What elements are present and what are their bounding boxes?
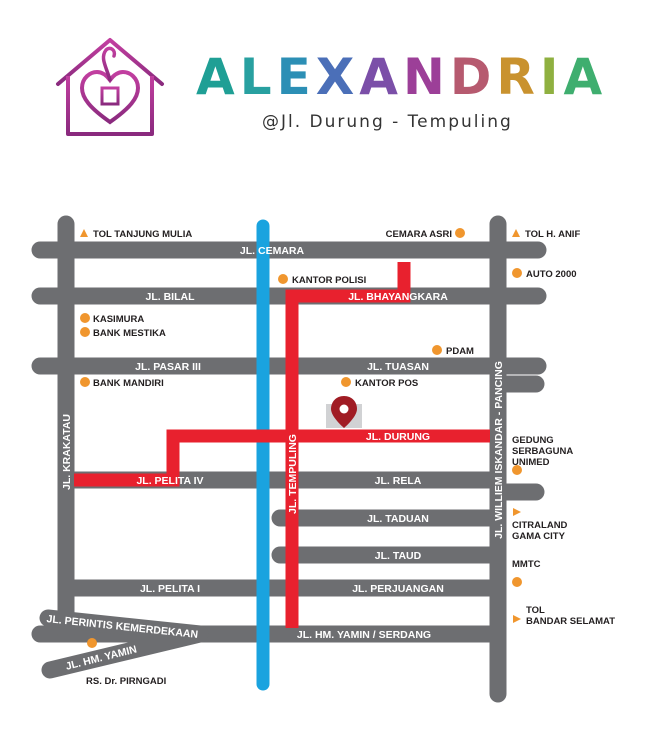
poi-citraland-line1: CITRALAND <box>512 520 568 531</box>
label-cemara: JL. CEMARA <box>240 245 305 257</box>
poi-dot-bank-mandiri <box>80 377 90 387</box>
poi-gedung-line3: UNIMED <box>512 457 550 468</box>
brand-title-letter: R <box>496 48 540 106</box>
poi-dot-kasimura <box>80 313 90 323</box>
label-bilal: JL. BILAL <box>146 291 196 303</box>
brand-title-letter: N <box>403 48 450 106</box>
poi-dot-cemara-asri <box>455 228 465 238</box>
poi-pdam: PDAM <box>446 346 474 357</box>
brand-title: ALEXANDRIA <box>196 52 607 102</box>
poi-dot-auto-2000 <box>512 268 522 278</box>
label-william: JL. WILLIEM ISKANDAR - PANCING <box>493 361 505 539</box>
toll-icon-h-anif <box>512 229 520 237</box>
arrow-icon-tol-bandar <box>513 615 521 623</box>
label-taud: JL. TAUD <box>375 550 422 562</box>
route-durung <box>74 429 490 487</box>
poi-bank-mandiri: BANK MANDIRI <box>93 378 164 389</box>
poi-gedung-line1: GEDUNG <box>512 435 554 446</box>
route-tempuling <box>285 262 411 628</box>
poi-dot-pdam <box>432 345 442 355</box>
poi-citraland-line2: GAMA CITY <box>512 531 566 542</box>
poi-dot-kantor-polisi <box>278 274 288 284</box>
brand-title-letter: X <box>315 48 360 106</box>
label-krakatau: JL. KRAKATAU <box>61 414 73 490</box>
label-hmyamin-serdang: JL. HM. YAMIN / SERDANG <box>297 629 431 641</box>
poi-dot-bank-mestika <box>80 327 90 337</box>
brand-title-letter: A <box>196 48 240 106</box>
poi-tol-tanjung-mulia: TOL TANJUNG MULIA <box>93 229 192 240</box>
poi-tol-h-anif: TOL H. ANIF <box>525 229 580 240</box>
road-hmyamin <box>41 625 209 679</box>
poi-cemara-asri: CEMARA ASRI <box>386 229 452 240</box>
poi-bank-mestika: BANK MESTIKA <box>93 328 166 339</box>
poi-kantor-pos: KANTOR POS <box>355 378 418 389</box>
label-rela: JL. RELA <box>375 475 422 487</box>
brand-title-letter: D <box>449 48 497 106</box>
label-tuasan: JL. TUASAN <box>367 361 429 373</box>
road-perintis <box>39 609 209 643</box>
brand-title-letter: E <box>276 48 316 106</box>
label-pasar3: JL. PASAR III <box>135 361 201 373</box>
brand-title-letter: A <box>563 48 608 106</box>
poi-mmtc: MMTC <box>512 559 541 570</box>
brand-title-letter: I <box>539 48 564 106</box>
poi-dot-rs-pirngadi <box>87 638 97 648</box>
label-durung: JL. DURUNG <box>366 431 430 443</box>
location-pin-icon <box>331 396 357 428</box>
label-bhayangkara: JL. BHAYANGKARA <box>348 291 448 303</box>
label-taduan: JL. TADUAN <box>367 513 429 525</box>
poi-auto-2000: AUTO 2000 <box>526 269 577 280</box>
poi-kasimura: KASIMURA <box>93 314 144 325</box>
house-heart-logo <box>56 38 164 136</box>
label-pelita1: JL. PELITA I <box>140 583 200 595</box>
poi-dot-kantor-pos <box>341 377 351 387</box>
label-tempuling: JL. TEMPULING <box>287 434 299 514</box>
brand-subtitle: @Jl. Durung - Tempuling <box>262 112 513 132</box>
poi-tol-bandar-line1: TOL <box>526 605 545 616</box>
poi-kantor-polisi: KANTOR POLISI <box>292 275 366 286</box>
label-perjuangan: JL. PERJUANGAN <box>352 583 444 595</box>
toll-icon-tanjung-mulia <box>80 229 88 237</box>
brand-title-letter: L <box>239 48 277 106</box>
poi-tol-bandar-line2: BANDAR SELAMAT <box>526 616 615 627</box>
poi-dot-gedung <box>512 465 522 475</box>
poi-dot-mmtc <box>512 577 522 587</box>
poi-gedung-line2: SERBAGUNA <box>512 446 573 457</box>
brand-title-letter: A <box>359 48 403 106</box>
label-pelita4: JL. PELITA IV <box>136 475 203 487</box>
poi-rs-pirngadi: RS. Dr. PIRNGADI <box>86 676 166 687</box>
arrow-icon-citraland <box>513 508 521 516</box>
